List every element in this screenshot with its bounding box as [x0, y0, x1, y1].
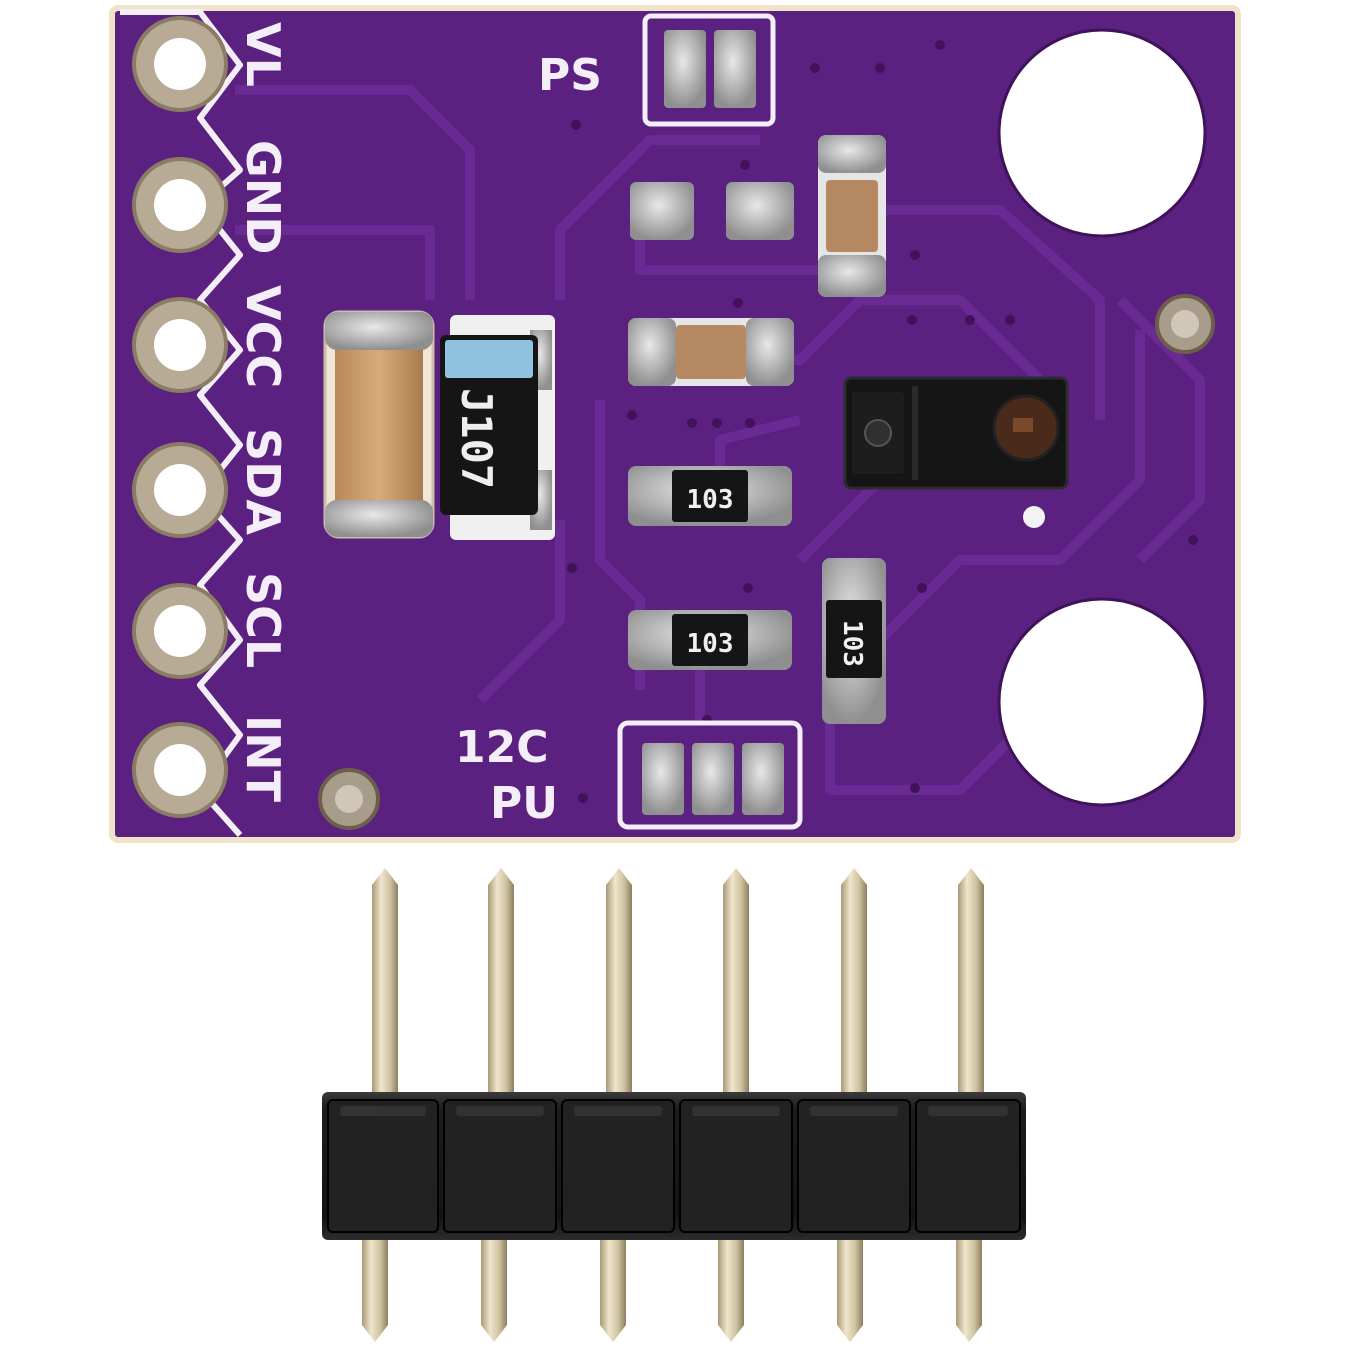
small-capacitor-2 [726, 182, 794, 240]
pcb-board: VL GND VCC SDA SCL INT PS 12C PU [109, 5, 1241, 843]
resistor-2-marking: 103 [687, 629, 734, 659]
pin-pad-sda [132, 442, 228, 538]
resistor-1: 103 [628, 466, 792, 526]
header-pins-bottom [362, 1240, 982, 1342]
silk-dot [1023, 506, 1045, 528]
pin-zigzag-outline [120, 9, 243, 837]
pin-pad-vl [132, 16, 228, 112]
pcb-edge [109, 5, 1241, 843]
resistor-3-marking: 103 [837, 620, 867, 667]
gesture-sensor [843, 376, 1069, 490]
pin-label-vl: VL [236, 22, 290, 87]
mounting-hole-top [997, 28, 1207, 238]
pin-pad-vcc [132, 297, 228, 393]
ps-jumper: PS [538, 13, 776, 127]
i2c-jumper-label-line1: 12C [455, 722, 549, 773]
bulk-capacitor [323, 310, 435, 539]
fiducial-right [1155, 294, 1215, 354]
pin-header [322, 868, 1026, 1342]
i2c-pu-jumper: 12C PU [455, 720, 803, 830]
i2c-jumper-label-line2: PU [490, 778, 558, 829]
capacitor-vertical [818, 135, 886, 297]
mounting-hole-bottom [997, 597, 1207, 807]
regulator-marking: J107 [452, 388, 501, 489]
resistor-1-marking: 103 [687, 485, 734, 515]
pin-label-gnd: GND [236, 140, 290, 254]
pin-labels: VL GND VCC SDA SCL INT [236, 22, 290, 803]
pin-pads [120, 9, 243, 837]
header-pins-top [372, 868, 984, 1100]
pin-label-vcc: VCC [236, 285, 290, 388]
fiducial-bottom-left [318, 768, 380, 830]
pin-label-int: INT [236, 715, 290, 803]
ir-led [864, 419, 892, 447]
ps-jumper-label: PS [538, 50, 602, 101]
pin-pad-scl [132, 583, 228, 679]
small-capacitor-1 [630, 182, 694, 240]
capacitor-horizontal [628, 318, 794, 386]
resistor-3: 103 [822, 558, 886, 724]
pin-pad-int [132, 722, 228, 818]
pcb-traces [235, 85, 1205, 795]
pin-label-sda: SDA [236, 428, 290, 535]
header-housing [322, 1092, 1026, 1240]
resistor-2: 103 [628, 610, 792, 670]
pcb-substrate [112, 8, 1238, 840]
pin-pad-gnd [132, 157, 228, 253]
pin-label-scl: SCL [236, 572, 290, 668]
voltage-regulator: J107 [440, 315, 555, 540]
